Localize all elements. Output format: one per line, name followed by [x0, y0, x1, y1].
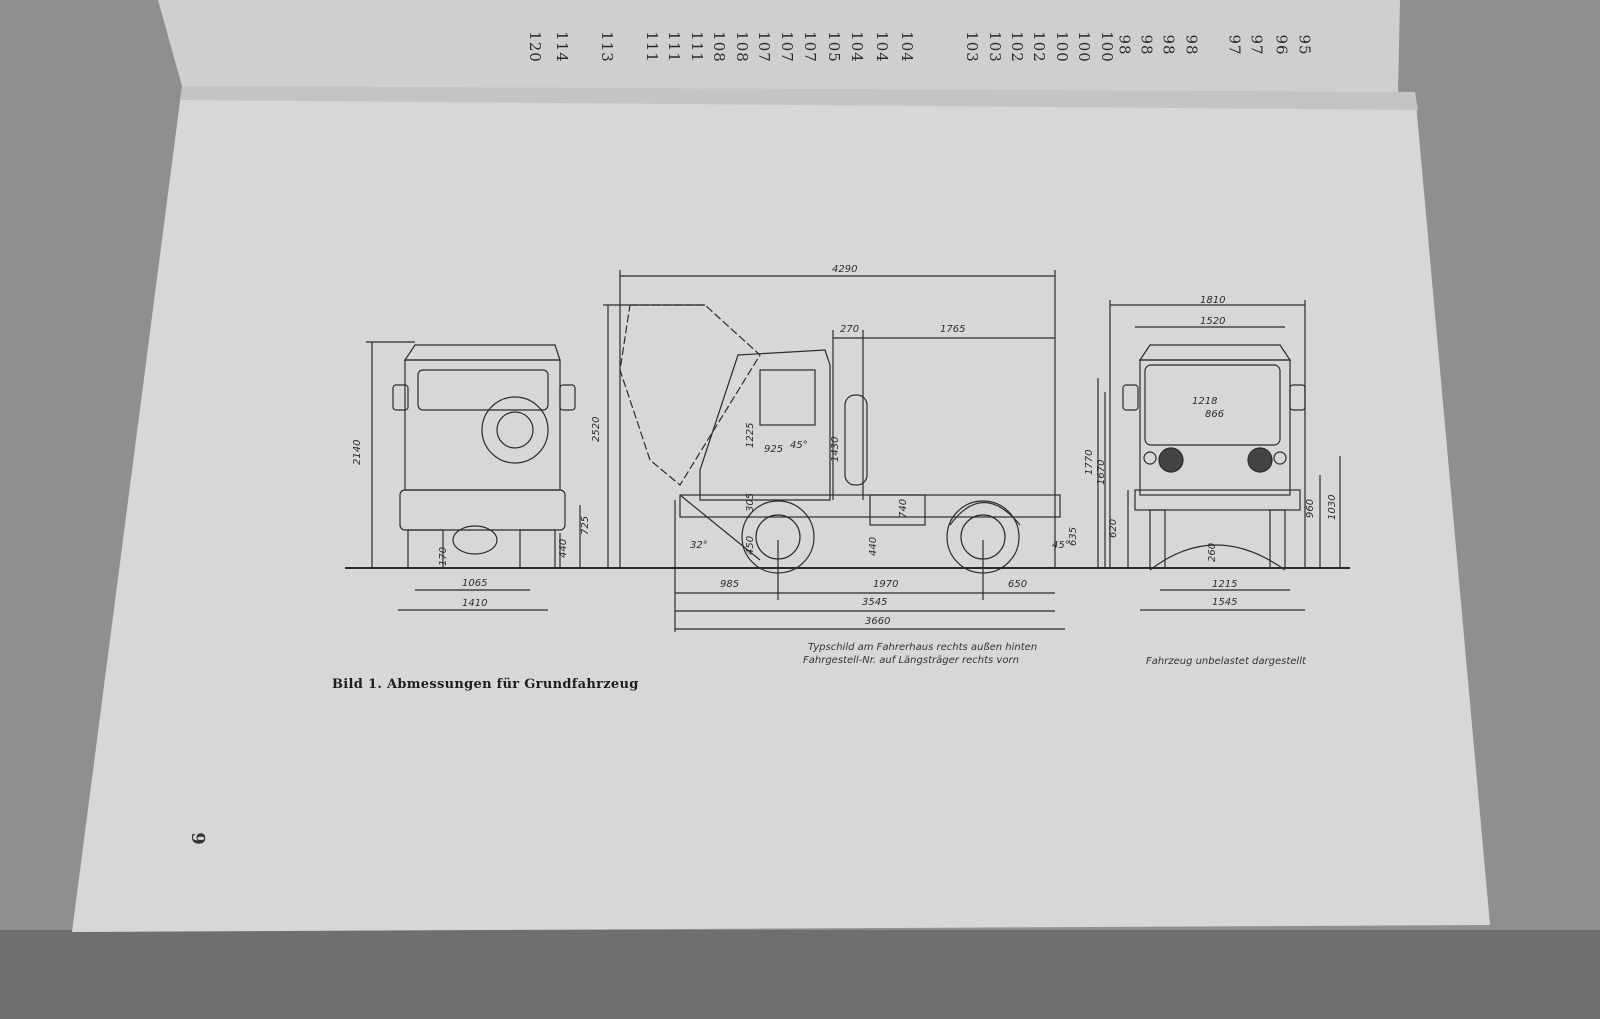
- dim-2520: 2520: [591, 416, 602, 442]
- index-page-number: 114: [552, 31, 571, 63]
- index-page-number: 104: [872, 31, 891, 63]
- dim-620: 620: [1108, 518, 1119, 538]
- index-page-number: 111: [687, 31, 706, 63]
- index-page-number: 107: [754, 31, 773, 63]
- dim-1765: 1765: [940, 324, 966, 335]
- index-page-number: 102: [1007, 31, 1026, 63]
- index-page-number: 102: [1029, 31, 1048, 63]
- index-page-number: 98: [1115, 34, 1134, 56]
- index-page-number: 111: [642, 31, 661, 63]
- index-page-number: 100: [1052, 31, 1071, 63]
- index-page-number: 108: [709, 31, 728, 63]
- dim-1970: 1970: [873, 579, 899, 590]
- note-fahrgestell: Fahrgestell-Nr. auf Längsträger rechts v…: [803, 655, 1019, 666]
- dim-1520: 1520: [1200, 316, 1226, 327]
- dim-1430: 1430: [830, 436, 841, 462]
- figure-caption: Bild 1. Abmessungen für Grundfahrzeug: [332, 677, 639, 692]
- dim-label: 2140: [352, 440, 377, 476]
- index-page-number: 95: [1295, 34, 1314, 56]
- dim-985: 985: [720, 579, 740, 590]
- dim-866: 866: [1205, 409, 1225, 420]
- note-unbelastet: Fahrzeug unbelastet dargestellt: [1146, 656, 1306, 667]
- index-page-number: 100: [1074, 31, 1093, 63]
- dim-1770: 1770: [1084, 449, 1095, 475]
- index-page-number: 103: [985, 31, 1004, 63]
- note-typschild: Typschild am Fahrerhaus rechts außen hin…: [808, 642, 1038, 653]
- index-page-number: 98: [1182, 34, 1201, 56]
- dim-270: 270: [840, 324, 860, 335]
- dim-1030: 1030: [1327, 494, 1338, 520]
- dim-1810: 1810: [1200, 295, 1226, 306]
- upper-page: [158, 0, 1400, 92]
- dim-740: 740: [898, 498, 909, 518]
- dim-305: 305: [745, 492, 756, 512]
- index-page-number: 113: [597, 31, 616, 63]
- index-page-number: 98: [1137, 34, 1156, 56]
- dim-725: 725: [580, 515, 591, 535]
- dim-260: 260: [1207, 542, 1218, 562]
- dim-3660: 3660: [865, 616, 891, 627]
- dim-4290: 4290: [832, 264, 858, 275]
- dim-1065: 1065: [462, 578, 488, 589]
- index-page-number: 97: [1247, 34, 1266, 56]
- index-page-number: 107: [800, 31, 819, 63]
- dim-1225: 1225: [745, 422, 756, 448]
- dim-1545: 1545: [1212, 597, 1238, 608]
- dim-170: 170: [438, 546, 449, 566]
- dim-650: 650: [1008, 579, 1028, 590]
- index-page-number: 111: [664, 31, 683, 63]
- dim-440-side: 440: [868, 536, 879, 556]
- dim-angle-45-rear: 45°: [1052, 540, 1070, 551]
- index-page-number: 105: [824, 31, 843, 63]
- index-page-number: 96: [1272, 34, 1291, 56]
- dim-3545: 3545: [862, 597, 888, 608]
- dim-1218: 1218: [1192, 396, 1218, 407]
- index-page-number: 103: [962, 31, 981, 63]
- dim-440: 440: [558, 538, 569, 558]
- index-page-number: 120: [525, 31, 544, 63]
- dim-925: 925: [764, 444, 784, 455]
- lower-page: [72, 86, 1490, 932]
- dim-635: 635: [1068, 526, 1079, 546]
- dim-angle-32: 32°: [690, 540, 708, 551]
- index-page-number: 98: [1159, 34, 1178, 56]
- dim-angle-45: 45°: [790, 440, 808, 451]
- dim-960: 960: [1305, 498, 1316, 518]
- dim-2140: 2140: [352, 439, 363, 465]
- index-page-number: 97: [1225, 34, 1244, 56]
- dim-1410: 1410: [462, 598, 488, 609]
- dim-1215: 1215: [1212, 579, 1238, 590]
- index-page-number: 107: [777, 31, 796, 63]
- technical-drawing: [345, 270, 1350, 632]
- page-number: 6: [188, 832, 210, 845]
- index-page-number: 108: [732, 31, 751, 63]
- dim-1670: 1670: [1096, 459, 1107, 485]
- index-page-number: 104: [847, 31, 866, 63]
- dim-450: 450: [745, 535, 756, 555]
- index-page-number: 104: [897, 31, 916, 63]
- index-page-number: 100: [1097, 31, 1116, 63]
